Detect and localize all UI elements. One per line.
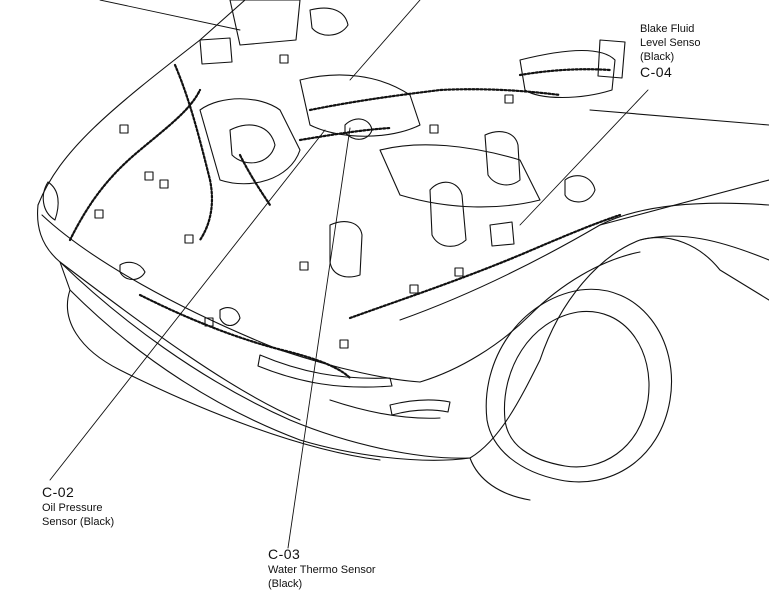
- front-wheel: [469, 288, 672, 501]
- leader-lines: [49, 0, 649, 549]
- callout-c02-line2: Sensor (Black): [42, 516, 115, 528]
- wiring-harness: [68, 63, 622, 380]
- callout-c02: C-02 Oil Pressure Sensor (Black): [42, 484, 114, 529]
- connectors: [94, 54, 514, 349]
- engine-components: [199, 0, 626, 278]
- callout-c02-code: C-02: [42, 484, 75, 500]
- leader-line-top-left: [99, 0, 241, 31]
- callout-c04-line1: Blake Fluid: [640, 23, 695, 35]
- callout-c02-line1: Oil Pressure: [42, 502, 103, 514]
- callout-c03-code: C-03: [268, 546, 301, 562]
- leader-line-c03: [287, 127, 351, 549]
- callout-c03-line2: (Black): [268, 578, 303, 590]
- callout-c04: Blake Fluid Level Senso (Black) C-04: [640, 22, 701, 81]
- callout-c03: C-03 Water Thermo Sensor (Black): [268, 546, 376, 591]
- leader-line-c04: [519, 89, 649, 226]
- callout-c04-code: C-04: [640, 64, 673, 80]
- front-bumper: [42, 181, 451, 416]
- leader-line-c02: [49, 129, 326, 481]
- leader-line-top-right: [349, 0, 421, 81]
- car-body-outline: [37, 0, 769, 461]
- callout-c04-line3: (Black): [640, 51, 675, 63]
- callout-c03-line1: Water Thermo Sensor: [268, 564, 376, 576]
- callout-c04-line2: Level Senso: [640, 37, 701, 49]
